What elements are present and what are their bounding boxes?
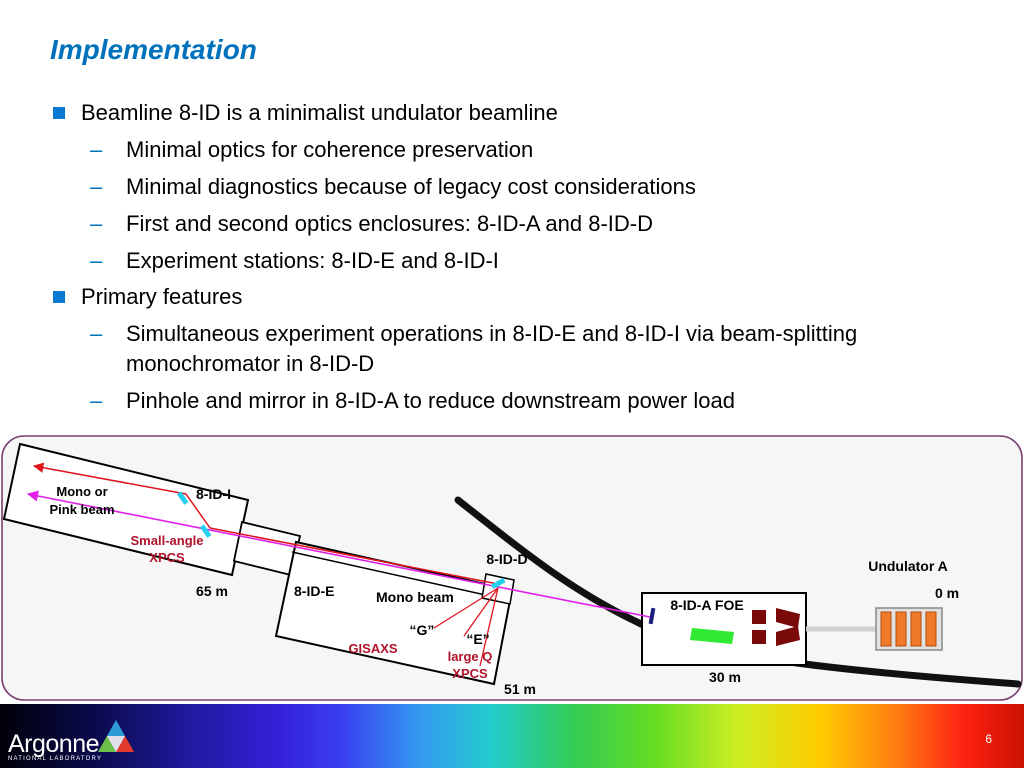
sub-bullet-text: Minimal diagnostics because of legacy co…: [126, 174, 696, 199]
dash-icon: –: [90, 388, 103, 413]
red-beam-line: [479, 587, 499, 667]
large-q-xpcs-label: XPCS: [452, 666, 488, 681]
undulator-a-label: Undulator A: [868, 558, 948, 574]
foe-8-id-a-box: [641, 592, 807, 666]
slide-title: Implementation: [50, 34, 257, 65]
red-beam-line: [32, 462, 187, 495]
station-8-id-d-label: 8-ID-D: [486, 551, 527, 567]
red-beam-line: [463, 587, 499, 637]
mono-or-pink-label: Pink beam: [49, 502, 114, 517]
sub-bullet-item: – Pinhole and mirror in 8-ID-A to reduce…: [52, 386, 906, 416]
footer-gradient-bar: Argonne NATIONAL LABORATORY 6: [0, 704, 1024, 768]
red-beam-line: [185, 493, 211, 529]
dash-icon: –: [90, 174, 103, 199]
sub-bullet-item: – Simultaneous experiment operations in …: [52, 319, 906, 379]
red-beam-line: [433, 587, 499, 629]
sub-bullet-text: First and second optics enclosures: 8-ID…: [126, 211, 654, 236]
undulator-magnet: [895, 611, 907, 647]
bullet-list: Beamline 8-ID is a minimalist undulator …: [52, 92, 952, 416]
foe-entrance-marker: [648, 607, 656, 625]
sub-bullet-item: – Experiment stations: 8-ID-E and 8-ID-I: [52, 246, 906, 276]
mono-or-pink-label: Mono or: [56, 484, 107, 499]
foe-mirror-block: [776, 626, 800, 646]
sub-bullet-text: Pinhole and mirror in 8-ID-A to reduce d…: [126, 388, 735, 413]
page-number: 6: [985, 732, 992, 746]
e-station-label: “E”: [466, 631, 489, 647]
station-8-id-i-label: 8-ID-I: [196, 486, 231, 502]
dash-icon: –: [90, 211, 103, 236]
sub-bullet-text: Simultaneous experiment operations in 8-…: [126, 321, 858, 376]
distance-0m-label: 0 m: [935, 585, 959, 601]
small-angle-xpcs-label: XPCS: [149, 550, 185, 565]
foe-slit-block: [752, 610, 766, 624]
sub-bullet-item: – Minimal optics for coherence preservat…: [52, 135, 906, 165]
hutch-wall-line: [291, 551, 509, 601]
g-station-label: “G”: [410, 622, 435, 638]
station-8-id-e-label: 8-ID-E: [294, 583, 334, 599]
optic-element: [176, 491, 189, 505]
bullet-square-icon: [53, 107, 65, 119]
sub-bullet-item: – First and second optics enclosures: 8-…: [52, 209, 906, 239]
undulator-magnet: [910, 611, 922, 647]
distance-30m-label: 30 m: [709, 669, 741, 685]
undulator-magnet: [880, 611, 892, 647]
foe-label: 8-ID-A FOE: [670, 597, 743, 613]
sub-bullet-text: Minimal optics for coherence preservatio…: [126, 137, 534, 162]
station-8-id-i-hutch: [2, 442, 250, 577]
foe-slit-block: [752, 630, 766, 644]
mono-beam-label: Mono beam: [376, 589, 454, 605]
sub-bullet-item: – Minimal diagnostics because of legacy …: [52, 172, 906, 202]
bullet-item: Primary features: [52, 282, 952, 312]
mono-crystal: [490, 577, 506, 590]
small-angle-xpcs-label: Small-angle: [131, 533, 204, 548]
argonne-logo: Argonne NATIONAL LABORATORY: [8, 714, 148, 764]
pink-beam-line: [26, 490, 651, 618]
dash-icon: –: [90, 248, 103, 273]
logo-wordmark: Argonne: [8, 730, 100, 758]
bullet-square-icon: [53, 291, 65, 303]
red-beam-line: [209, 527, 499, 585]
optic-element: [199, 524, 212, 538]
sub-bullet-text: Experiment stations: 8-ID-E and 8-ID-I: [126, 248, 499, 273]
bullet-text: Beamline 8-ID is a minimalist undulator …: [81, 100, 558, 125]
beamline-diagram: Mono or Pink beam 8-ID-I Small-angle XPC…: [1, 435, 1023, 701]
bullet-item: Beamline 8-ID is a minimalist undulator …: [52, 98, 952, 128]
dash-icon: –: [90, 321, 103, 346]
distance-51m-label: 51 m: [504, 681, 536, 697]
foe-green-pinhole: [690, 628, 734, 644]
bullet-text: Primary features: [81, 284, 243, 309]
gisaxs-label: GISAXS: [348, 641, 397, 656]
distance-65m-label: 65 m: [196, 583, 228, 599]
large-q-xpcs-label: large Q: [448, 649, 493, 664]
logo-subtitle: NATIONAL LABORATORY: [8, 756, 103, 762]
argonne-triangle-icon: [98, 720, 134, 752]
undulator-magnet: [925, 611, 937, 647]
dash-icon: –: [90, 137, 103, 162]
foe-mirror-block: [776, 608, 800, 628]
